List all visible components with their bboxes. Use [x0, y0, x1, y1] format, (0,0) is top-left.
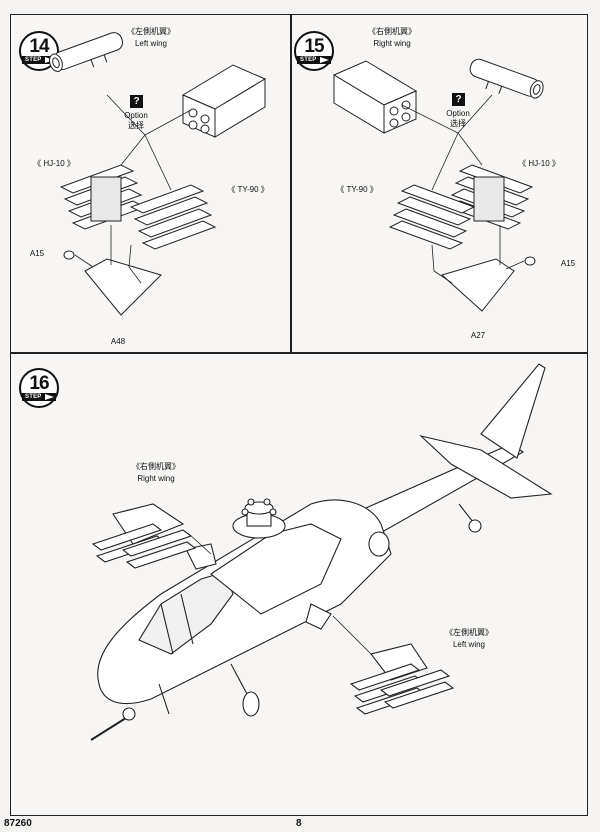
wing-stub	[441, 258, 515, 312]
part-a15	[63, 250, 75, 260]
ty90-label: 《 TY-90 》	[227, 185, 269, 194]
tail-wheel	[468, 519, 482, 533]
step-16-panel: 16 STEP 《右側机翼》 Right wing 《左側机翼》 Left wi…	[10, 353, 588, 816]
right-wing-label-cn: 《右側机翼》	[132, 462, 180, 471]
question-mark-icon: ?	[452, 93, 465, 106]
part-a15-label: A15	[560, 259, 576, 268]
step-label: STEP	[300, 57, 317, 63]
left-wing-label-en: Left wing	[452, 640, 486, 649]
product-code: 87260	[4, 818, 32, 829]
step-label: STEP	[25, 57, 42, 63]
wing-stub	[84, 258, 162, 316]
step-badge-icon	[294, 31, 334, 71]
part-a48-label: A48	[110, 337, 126, 346]
left-stub-wing	[305, 603, 332, 630]
rocket-pod-box	[181, 64, 267, 138]
hj10-label: 《 HJ-10 》	[518, 159, 560, 168]
step-15-panel: 15 STEP 《右側机翼》 Right wing ? Option 选择 《 …	[291, 14, 588, 353]
wing-label-en: Left wing	[134, 39, 168, 48]
option-label-en: Option	[446, 109, 470, 118]
ty90-missile-rack	[388, 184, 476, 250]
part-a27-label: A27	[470, 331, 486, 340]
step-label: STEP	[25, 394, 42, 400]
hj10-missile-rack	[59, 164, 147, 230]
option-label-cn: 选择	[450, 119, 466, 128]
step-16-badge: 16 STEP	[19, 368, 59, 408]
rocket-pod-cylinder	[469, 58, 544, 99]
wing-label-cn: 《右側机翼》	[368, 27, 416, 36]
page-number: 8	[296, 818, 302, 829]
step-14-badge: 14 STEP	[19, 31, 59, 71]
rotor-hub	[232, 498, 286, 539]
ty90-label: 《 TY-90 》	[336, 185, 378, 194]
step-badge-icon	[19, 368, 59, 408]
wing-label-cn: 《左側机翼》	[127, 27, 175, 36]
main-wheel	[242, 691, 260, 717]
vertical-tail	[480, 363, 546, 459]
horizontal-stabilizer	[419, 434, 553, 499]
step-number: 16	[29, 373, 49, 394]
left-wing-label-cn: 《左側机翼》	[445, 628, 493, 637]
question-mark-icon: ?	[130, 95, 143, 108]
step-14-panel: 14 STEP 《左側机翼》 Left wing ? Option 选择 《 H…	[10, 14, 291, 353]
step-badge-icon	[19, 31, 59, 71]
step-number: 15	[304, 36, 324, 57]
ty90-missile-rack	[129, 184, 217, 250]
step-15-badge: 15 STEP	[294, 31, 334, 71]
helicopter-assembly-drawing	[90, 363, 553, 741]
nose-gun	[90, 715, 130, 741]
right-wing-label-en: Right wing	[137, 474, 175, 483]
part-a15	[524, 256, 536, 266]
right-stub-wing	[185, 543, 217, 570]
step-15-drawing	[332, 58, 544, 312]
wing-label-en: Right wing	[373, 39, 411, 48]
left-wing-assembly	[349, 643, 455, 715]
rocket-pod-box	[332, 60, 418, 134]
step-14-drawing	[49, 32, 267, 316]
part-a15-label: A15	[29, 249, 45, 258]
engine-exhaust	[368, 531, 390, 557]
hj10-label: 《 HJ-10 》	[33, 159, 75, 168]
rocket-pod-cylinder	[49, 32, 124, 72]
step-number: 14	[29, 36, 49, 57]
option-label-en: Option	[124, 111, 148, 120]
right-wing-assembly	[91, 503, 197, 569]
hj10-missile-rack	[446, 164, 534, 230]
